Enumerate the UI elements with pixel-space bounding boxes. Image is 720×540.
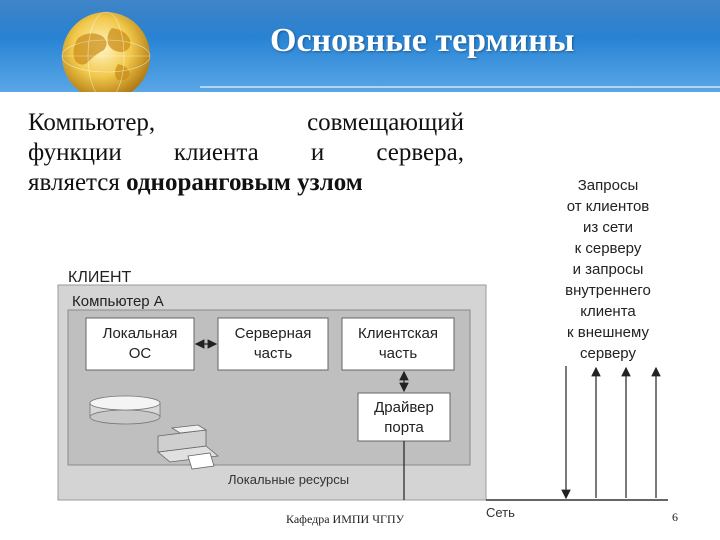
requests-line-2: от клиентов: [567, 198, 650, 215]
globe-icon: [61, 11, 151, 92]
slide-title: Основные термины: [270, 22, 575, 59]
footer-department: Кафедра ИМПИ ЧГПУ: [286, 512, 405, 526]
page-number: 6: [672, 510, 678, 524]
text-line-1: Компьютер, совмещающий: [28, 109, 464, 136]
requests-text: Запросы от клиентов из сети к серверу и …: [565, 177, 651, 362]
requests-line-3: из сети: [583, 219, 633, 236]
local-os-line-1: Локальная: [103, 325, 178, 342]
client-part-line-2: часть: [379, 345, 418, 362]
requests-line-4: к серверу: [575, 240, 642, 257]
requests-line-7: клиента: [580, 303, 636, 320]
local-resources-label: Локальные ресурсы: [228, 472, 349, 487]
peer-node-term: одноранговым узлом: [126, 169, 363, 196]
port-driver-box: [357, 392, 451, 442]
client-part-box: [341, 317, 455, 371]
computer-label: Компьютер А: [72, 293, 164, 310]
requests-line-9: серверу: [580, 345, 637, 362]
requests-line-8: к внешнему: [567, 324, 649, 341]
client-part-line-1: Клиентская: [358, 325, 438, 342]
local-os-box: [85, 317, 195, 371]
client-label: КЛИЕНТ: [68, 269, 132, 286]
server-part-box: [217, 317, 329, 371]
server-part-line-2: часть: [254, 345, 293, 362]
definition-text: Компьютер, совмещающий функции клиента и…: [28, 108, 464, 198]
text-line-2: функции клиента и сервера,: [28, 139, 464, 166]
requests-line-6: внутреннего: [565, 282, 651, 299]
text-line-3-normal: является: [28, 169, 127, 196]
slide-header: Основные термины: [0, 0, 720, 92]
network-label: Сеть: [486, 505, 515, 520]
text-line-3: является одноранговым узлом: [28, 168, 464, 198]
local-os-line-2: ОС: [129, 345, 152, 362]
port-driver-line-1: Драйвер: [374, 399, 434, 416]
port-driver-line-2: порта: [384, 419, 424, 436]
requests-line-5: и запросы: [573, 261, 644, 278]
requests-line-1: Запросы: [578, 177, 639, 194]
disk-icon: [89, 395, 161, 425]
printer-icon: [157, 424, 219, 470]
header-rule: [200, 86, 720, 88]
server-part-line-1: Серверная: [235, 325, 312, 342]
